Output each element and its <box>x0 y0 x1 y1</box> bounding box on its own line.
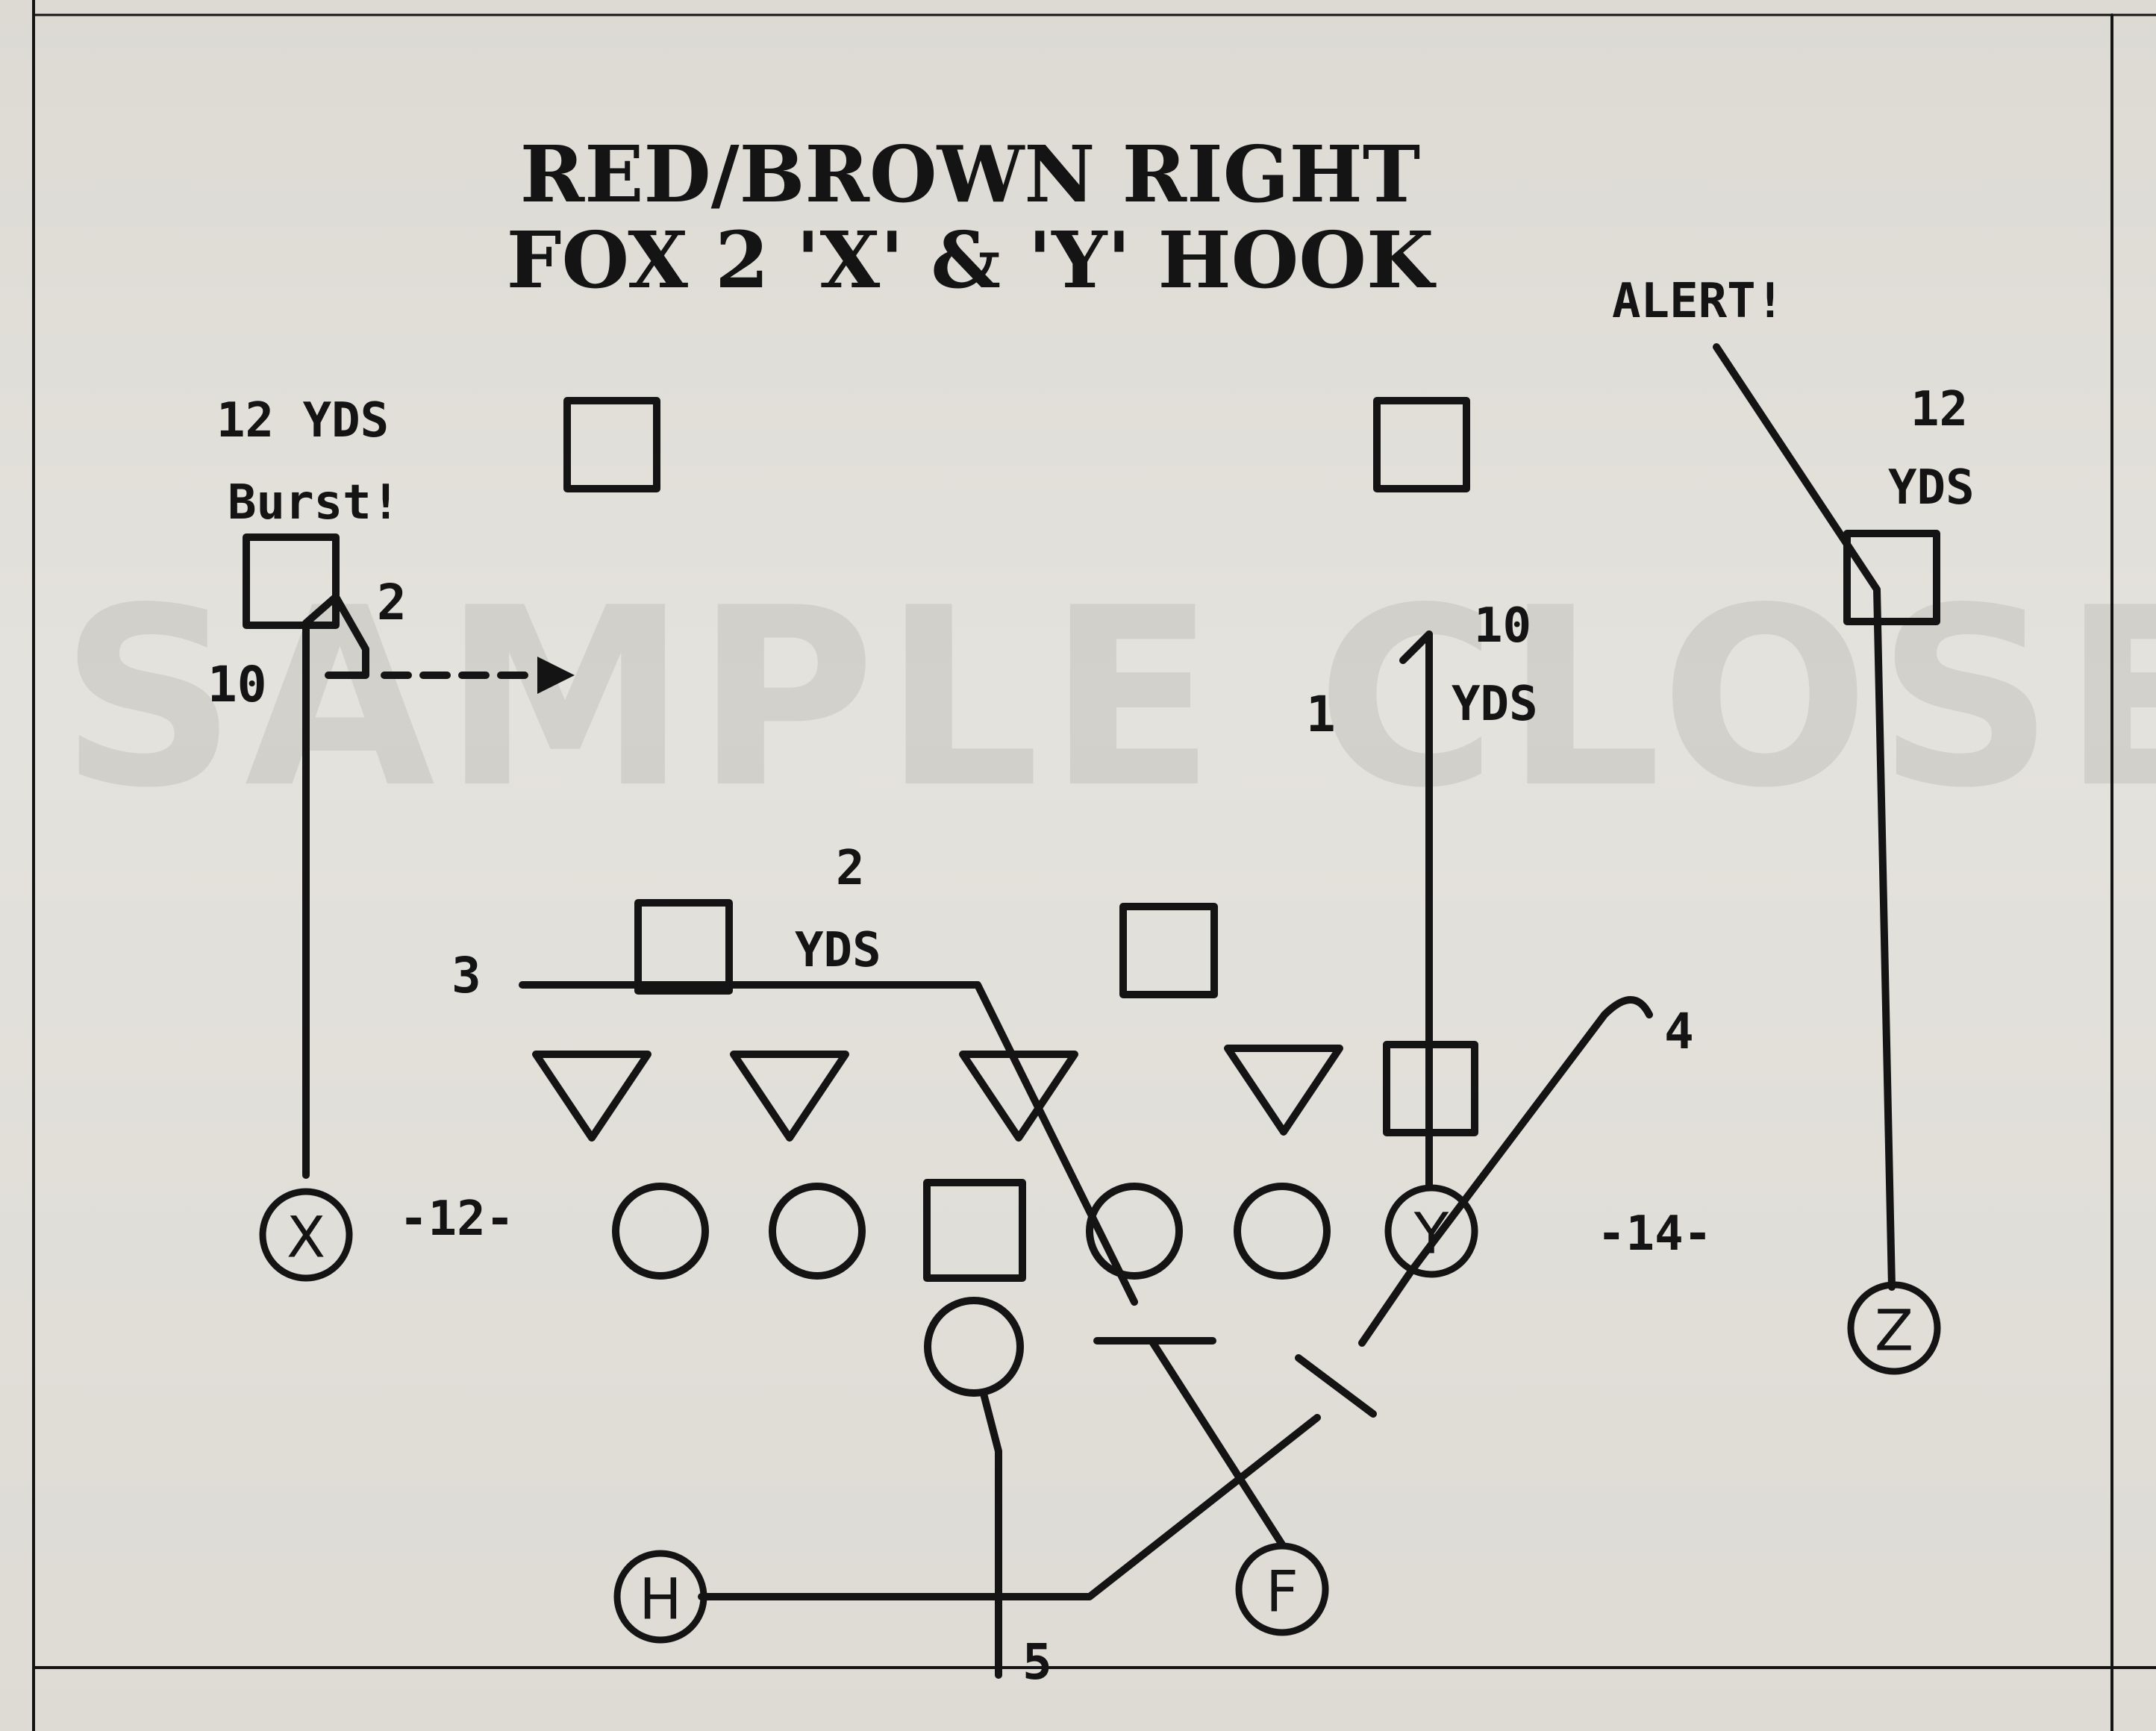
player-f-circle <box>1235 1542 1329 1636</box>
x-burst-arrowhead <box>537 657 575 694</box>
defense-line <box>532 1045 1343 1142</box>
play-title-line2: FOX 2 'X' & 'Y' HOOK <box>507 214 1437 306</box>
defender-box-left-corner <box>243 533 340 629</box>
x-route <box>302 593 369 1179</box>
f-route <box>1149 1339 1286 1548</box>
alert-label: ALERT! <box>1612 274 1784 329</box>
drag-route <box>519 981 1138 1306</box>
defender-triangle-4 <box>1224 1045 1343 1136</box>
h-block-bar <box>1295 1354 1377 1418</box>
player-h-label: H <box>639 1566 681 1633</box>
defender-triangle-2 <box>730 1051 849 1142</box>
z-route <box>1713 343 1896 1291</box>
offensive-line <box>612 1179 1331 1397</box>
lineman-circle-2 <box>769 1183 866 1280</box>
x-stem-depth-label: 10 <box>207 656 266 713</box>
x-route-depth-label: 12 YDS <box>216 393 389 448</box>
h-route <box>698 1414 1321 1600</box>
player-z-circle <box>1847 1281 1941 1375</box>
flat-route <box>1358 996 1653 1347</box>
z-depth-unit: YDS <box>1888 460 1975 516</box>
check-read-number: 5 <box>1022 1633 1052 1691</box>
skill-players <box>259 1184 1941 1644</box>
watermark-text: SAMPLE CLOSED <box>60 555 2156 842</box>
split-right-label: -14- <box>1597 1206 1712 1262</box>
defender-box-lb-left <box>634 899 733 995</box>
defender-box-left-safety <box>563 397 660 492</box>
lineman-circle-5 <box>1234 1183 1331 1280</box>
player-z-label: Z <box>1875 1298 1913 1364</box>
play-title-line1: RED/BROWN RIGHT <box>520 128 1420 220</box>
flat-read-number: 4 <box>1664 1003 1694 1060</box>
lineman-circle-1 <box>612 1183 709 1280</box>
y-depth-value: 10 <box>1474 598 1531 654</box>
drag-depth-unit: YDS <box>795 923 881 978</box>
center-box <box>923 1179 1026 1282</box>
routes <box>302 343 1896 1679</box>
player-f-label: F <box>1266 1559 1299 1625</box>
check-route <box>980 1390 1002 1679</box>
y-hook <box>1399 630 1433 664</box>
x-route-call-label: Burst! <box>228 475 400 530</box>
defense-secondary <box>243 397 1940 629</box>
split-left-label: -12- <box>399 1192 514 1247</box>
defender-box-right-safety <box>1373 397 1470 492</box>
y-read-number: 1 <box>1306 686 1336 743</box>
player-y-label: Y <box>1413 1201 1449 1267</box>
defender-triangle-3 <box>959 1051 1078 1142</box>
defender-box-lb-right <box>1119 903 1218 998</box>
x-read-number: 2 <box>377 574 407 631</box>
page-frame <box>32 0 2156 1731</box>
drag-read-number: 3 <box>451 947 481 1004</box>
defender-box-right-corner <box>1843 530 1940 625</box>
player-y-circle <box>1384 1184 1478 1278</box>
lineman-circle-4 <box>1086 1183 1183 1280</box>
y-depth-unit: YDS <box>1452 677 1538 732</box>
player-x-label: X <box>287 1204 325 1271</box>
player-h-circle <box>613 1550 707 1644</box>
defender-triangle-1 <box>532 1051 652 1142</box>
player-x-circle <box>259 1188 353 1282</box>
z-depth-value: 12 <box>1910 382 1968 437</box>
drag-depth-value: 2 <box>836 841 865 896</box>
quarterback-circle <box>924 1297 1024 1397</box>
